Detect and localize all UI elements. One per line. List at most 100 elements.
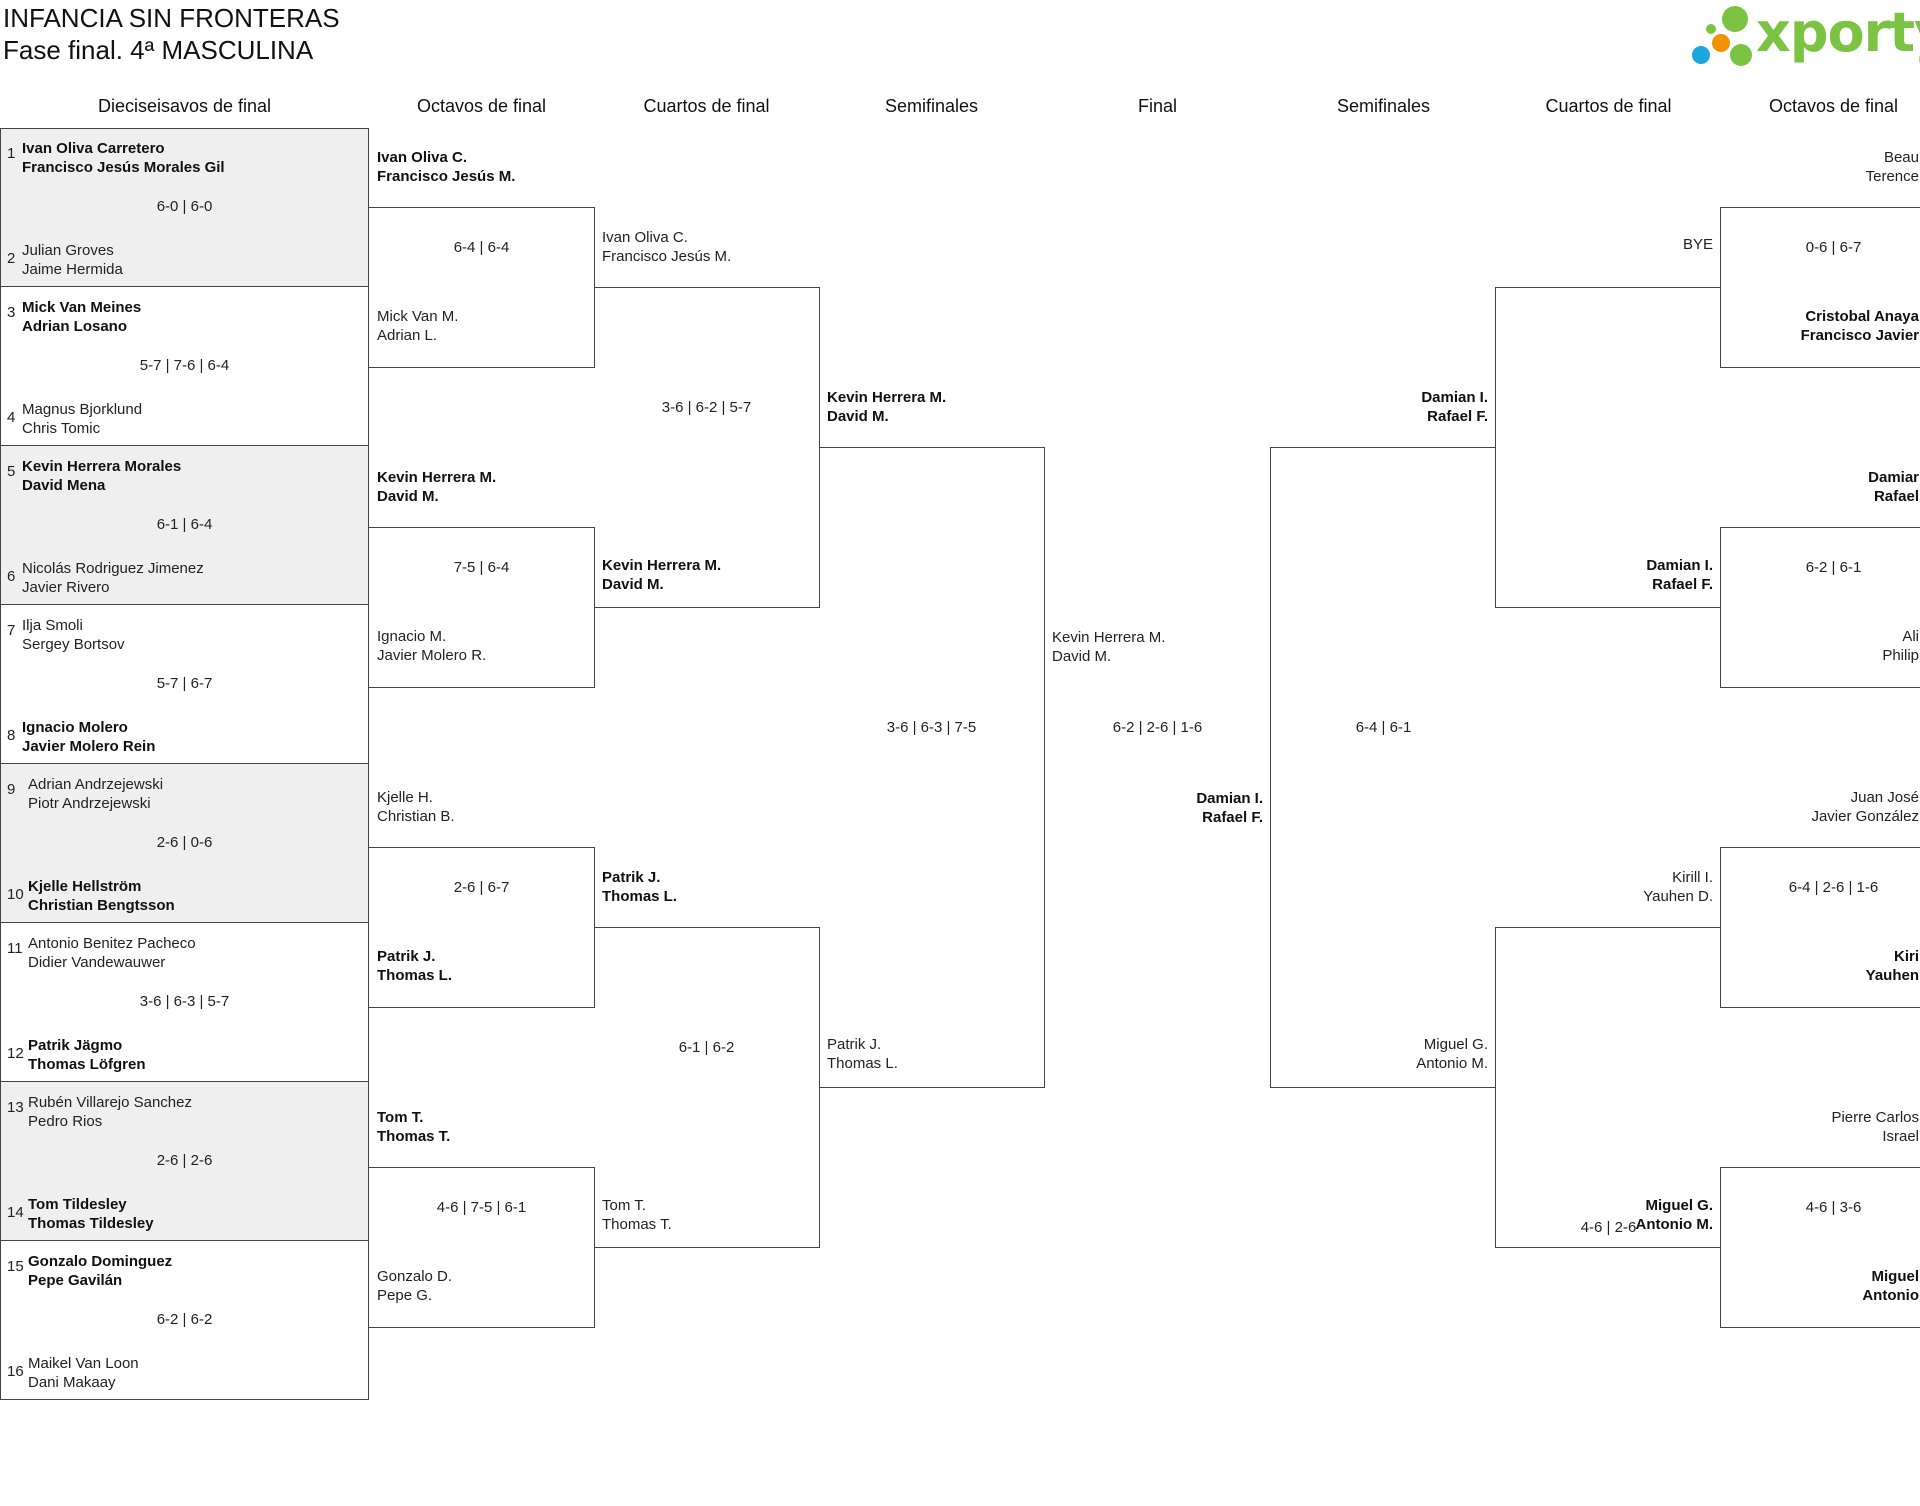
player-name: Ignacio Molero (22, 719, 128, 736)
player-name: Ilja Smoli (22, 617, 83, 634)
match-score: 6-2 | 2-6 | 1-6 (1112, 719, 1203, 736)
player-name: Chris Tomic (22, 420, 101, 437)
player-name: Javier González (1811, 808, 1919, 825)
match-score: 6-4 | 6-4 (453, 239, 510, 256)
match-row-r32[interactable] (0, 128, 369, 287)
player-name: Cristobal Anaya (1805, 308, 1919, 325)
player-name: Tom T. (602, 1197, 646, 1214)
player-name: David M. (1052, 648, 1112, 665)
seed-number: 14 (7, 1204, 24, 1221)
bracket-connector-r16-right (1720, 527, 1920, 688)
player-name: Maikel Van Loon (28, 1355, 139, 1372)
player-name: Christian B. (377, 808, 455, 825)
seed-number: 7 (7, 622, 16, 639)
player-name: Beau (1883, 149, 1919, 166)
match-score: 2-6 | 6-7 (453, 879, 510, 896)
player-name: Sergey Bortsov (22, 636, 125, 653)
page-subtitle: Fase final. 4ª MASCULINA (3, 35, 314, 65)
player-name: Kevin Herrera M. (827, 389, 947, 406)
player-name: Antonio Benitez Pacheco (28, 935, 196, 952)
xporty-logo[interactable]: xporty (1692, 1, 1920, 70)
player-name: Kiri (1893, 948, 1919, 965)
seed-number: 11 (7, 940, 23, 957)
logo-text: xporty (1756, 1, 1920, 64)
player-name: Mick Van M. (377, 308, 459, 325)
logo-dot-orange (1712, 34, 1730, 52)
player-name: Christian Bengtsson (28, 897, 175, 914)
match-row-r32[interactable] (0, 923, 369, 1082)
match-row-r32[interactable] (0, 287, 369, 446)
player-name: David M. (377, 488, 439, 505)
match-score: 6-2 | 6-1 (1805, 559, 1862, 576)
player-name: Thomas T. (602, 1216, 672, 1233)
bracket-connector-sf-left (819, 447, 1045, 1088)
bracket-connector-qf-right (1495, 287, 1721, 608)
player-name: BYE (1682, 236, 1713, 253)
player-name: Javier Rivero (22, 579, 110, 596)
match-score: 0-6 | 6-7 (1805, 239, 1862, 256)
player-name: Ali (1902, 628, 1919, 645)
player-name: Patrik J. (827, 1036, 882, 1053)
player-name: Francisco Jesús M. (377, 168, 516, 185)
player-name: Juan José (1850, 789, 1919, 806)
logo-dot-blue (1692, 46, 1710, 64)
match-row-r32[interactable] (0, 1241, 369, 1400)
match-score: 3-6 | 6-2 | 5-7 (661, 399, 752, 416)
bracket-connector-r16-right (1720, 847, 1920, 1008)
bracket-connector-r16-right (1720, 1167, 1920, 1328)
player-name: Ivan Oliva Carretero (22, 140, 165, 157)
player-name: Didier Vandewauwer (28, 954, 166, 971)
player-name: Damian I. (1196, 790, 1263, 807)
match-score: 6-4 | 2-6 | 1-6 (1788, 879, 1879, 896)
seed-number: 2 (7, 250, 16, 267)
column-header-sf-left: Semifinales (884, 96, 979, 116)
player-name: Damian I. (1421, 389, 1488, 406)
player-name: Kevin Herrera Morales (22, 458, 182, 475)
match-row-r32[interactable] (0, 605, 369, 764)
seed-number: 13 (7, 1099, 24, 1116)
player-name: David M. (602, 576, 664, 593)
player-name: Kjelle H. (377, 789, 433, 806)
match-score: 5-7 | 7-6 | 6-4 (139, 357, 230, 374)
column-header-r16-right: Octavos de final (1768, 96, 1899, 116)
seed-number: 1 (7, 145, 16, 162)
player-name: Kevin Herrera M. (1052, 629, 1166, 646)
player-name: Pierre Carlos (1831, 1109, 1919, 1126)
seed-number: 3 (7, 304, 16, 321)
player-name: Dani Makaay (28, 1374, 116, 1391)
match-score: 6-0 | 6-0 (156, 198, 213, 215)
seed-number: 8 (7, 727, 16, 744)
match-score: 6-1 | 6-4 (156, 516, 213, 533)
player-name: Tom Tildesley (28, 1196, 127, 1213)
player-name: Pepe G. (377, 1287, 433, 1304)
logo-dot-green-small (1706, 24, 1716, 34)
seed-number: 9 (7, 781, 16, 798)
match-score: 6-4 | 6-1 (1355, 719, 1412, 736)
player-name: Ivan Oliva C. (602, 229, 688, 246)
player-name: Gonzalo D. (377, 1268, 453, 1285)
match-score: 5-7 | 6-7 (156, 675, 213, 692)
seed-number: 16 (7, 1363, 24, 1380)
player-name: Piotr Andrzejewski (28, 795, 151, 812)
match-row-r32[interactable] (0, 446, 369, 605)
player-name: Gonzalo Dominguez (28, 1253, 173, 1270)
match-score: 4-6 | 3-6 (1805, 1199, 1862, 1216)
match-row-r32[interactable] (0, 764, 369, 923)
player-name: David M. (827, 408, 889, 425)
match-score: 4-6 | 7-5 | 6-1 (436, 1199, 527, 1216)
player-name: Miguel G. (1645, 1197, 1714, 1214)
player-name: Terence (1865, 168, 1919, 185)
player-name: Damiar (1868, 469, 1919, 486)
seed-number: 10 (7, 886, 24, 903)
player-name: Adrian Losano (22, 318, 128, 335)
logo-dot-green-top (1722, 6, 1748, 32)
match-score: 6-1 | 6-2 (678, 1039, 735, 1056)
match-score: 7-5 | 6-4 (453, 559, 510, 576)
column-header-r32: Dieciseisavos de final (97, 96, 272, 116)
match-row-r32[interactable] (0, 1082, 369, 1241)
player-name: Damian I. (1646, 557, 1713, 574)
player-name: Jaime Hermida (22, 261, 123, 278)
player-name: Pedro Rios (28, 1113, 103, 1130)
player-name: Francisco Jesús M. (602, 248, 732, 265)
player-name: Miguel (1871, 1268, 1920, 1285)
